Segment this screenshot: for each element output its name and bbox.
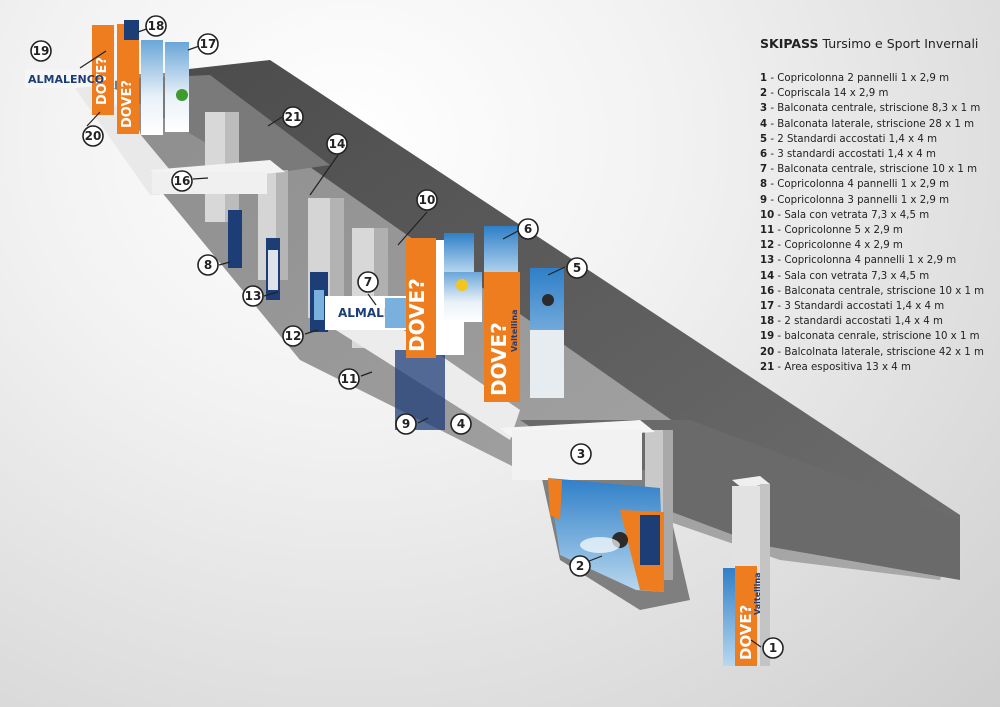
svg-text:3: 3 (577, 447, 585, 461)
banner-valmalenco-left: ALMALENCO (28, 73, 104, 86)
legend: SKIPASS Tursimo e Sport Invernali 1 - Co… (760, 36, 995, 375)
legend-item: 18 - 2 standardi accostati 1,4 x 4 m (760, 316, 943, 328)
legend-item: 21 - Area espositiva 13 x 4 m (760, 361, 911, 373)
banner-group-17-18: DOVE? DOVE? (92, 20, 189, 135)
legend-item: 13 - Copricolonna 4 pannelli 1 x 2,9 m (760, 255, 957, 267)
legend-item: 3 - Balconata centrale, striscione 8,3 x… (760, 103, 981, 115)
valmalenco-text: ALMALENCO (28, 73, 104, 86)
callout-12: 12 (282, 325, 304, 347)
callout-7: 7 (357, 271, 379, 293)
legend-title: SKIPASS Tursimo e Sport Invernali (760, 36, 995, 51)
legend-item: 6 - 3 standardi accostati 1,4 x 4 m (760, 149, 936, 161)
svg-text:8: 8 (204, 258, 212, 272)
banner-group-5-6-10: DOVE? DOVE? Valtellina (405, 226, 564, 402)
legend-item: 20 - Balcolnata laterale, striscione 42 … (760, 346, 984, 358)
callout-5: 5 (566, 257, 588, 279)
legend-item: 2 - Copriscala 14 x 2,9 m (760, 88, 889, 100)
back-wall (180, 60, 960, 575)
legend-item: 4 - Balconata laterale, striscione 28 x … (760, 118, 975, 130)
svg-text:4: 4 (457, 417, 465, 431)
callout-16: 16 (171, 170, 193, 192)
callout-2: 2 (569, 555, 591, 577)
legend-item: 5 - 2 Standardi accostati 1,4 x 4 m (760, 133, 938, 145)
svg-text:11: 11 (341, 372, 358, 386)
callout-9: 9 (395, 413, 417, 435)
dove-text: DOVE? (95, 57, 110, 105)
svg-text:2: 2 (576, 559, 584, 573)
dove-text: DOVE? (487, 322, 511, 396)
legend-item: 12 - Copricolonne 4 x 2,9 m (760, 240, 903, 252)
dove-text: DOVE? (405, 278, 429, 352)
legend-item: 14 - Sala con vetrata 7,3 x 4,5 m (760, 270, 930, 282)
banner-pillar-1: DOVE? Valtellina (723, 566, 762, 666)
valtellina-text: Valtellina (510, 310, 519, 352)
svg-text:10: 10 (419, 193, 436, 207)
legend-item: 16 - Balconata centrale, striscione 10 x… (760, 285, 985, 297)
callout-11: 11 (338, 368, 360, 390)
dove-text: DOVE? (120, 80, 135, 128)
svg-text:7: 7 (364, 275, 372, 289)
callout-19: 19 (30, 40, 52, 62)
dove-text: DOVE? (737, 605, 755, 660)
legend-list: 1 - Copricolonna 2 pannelli 1 x 2,9 m 2 … (760, 71, 995, 375)
svg-text:19: 19 (33, 44, 50, 58)
title-subtitle: Tursimo e Sport Invernali (822, 36, 979, 51)
svg-text:16: 16 (174, 174, 191, 188)
legend-item: 8 - Copricolonna 4 pannelli 1 x 2,9 m (760, 179, 950, 191)
callouts: 19 20 18 17 21 14 16 8 13 12 10 6 5 7 11… (30, 15, 784, 659)
banner-stair-2 (548, 478, 664, 592)
valtellina-text: Valtellina (753, 573, 762, 615)
callout-1: 1 (762, 637, 784, 659)
callout-21: 21 (282, 106, 304, 128)
callout-18: 18 (145, 15, 167, 37)
callout-20: 20 (82, 125, 104, 147)
pillar-panels (228, 210, 328, 332)
legend-item: 11 - Copricolonne 5 x 2,9 m (760, 225, 903, 237)
callout-8: 8 (197, 254, 219, 276)
balcony-16-front (152, 172, 267, 194)
legend-item: 10 - Sala con vetrata 7,3 x 4,5 m (760, 209, 930, 221)
svg-text:20: 20 (85, 129, 102, 143)
svg-text:9: 9 (402, 417, 410, 431)
svg-text:21: 21 (285, 110, 302, 124)
svg-text:18: 18 (148, 19, 165, 33)
callout-13: 13 (242, 285, 264, 307)
legend-item: 7 - Balconata centrale, striscione 10 x … (760, 164, 978, 176)
svg-text:6: 6 (524, 222, 532, 236)
svg-text:13: 13 (245, 289, 262, 303)
svg-text:17: 17 (200, 37, 217, 51)
callout-4: 4 (450, 413, 472, 435)
callout-10: 10 (416, 189, 438, 211)
callout-17: 17 (197, 33, 219, 55)
legend-item: 9 - Copricolonna 3 pannelli 1 x 2,9 m (760, 194, 950, 206)
svg-text:12: 12 (285, 329, 302, 343)
banner-valmalenco-center: ALMALENCO (325, 296, 445, 430)
callout-3: 3 (570, 443, 592, 465)
svg-text:14: 14 (329, 137, 346, 151)
svg-text:5: 5 (573, 261, 581, 275)
legend-item: 17 - 3 Standardi accostati 1,4 x 4 m (760, 301, 945, 313)
svg-text:1: 1 (769, 641, 777, 655)
title-brand: SKIPASS (760, 36, 819, 51)
callout-6: 6 (517, 218, 539, 240)
callout-14: 14 (326, 133, 348, 155)
legend-item: 1 - Copricolonna 2 pannelli 1 x 2,9 m (760, 73, 950, 84)
legend-item: 19 - balconata cenrale, striscione 10 x … (760, 331, 980, 343)
